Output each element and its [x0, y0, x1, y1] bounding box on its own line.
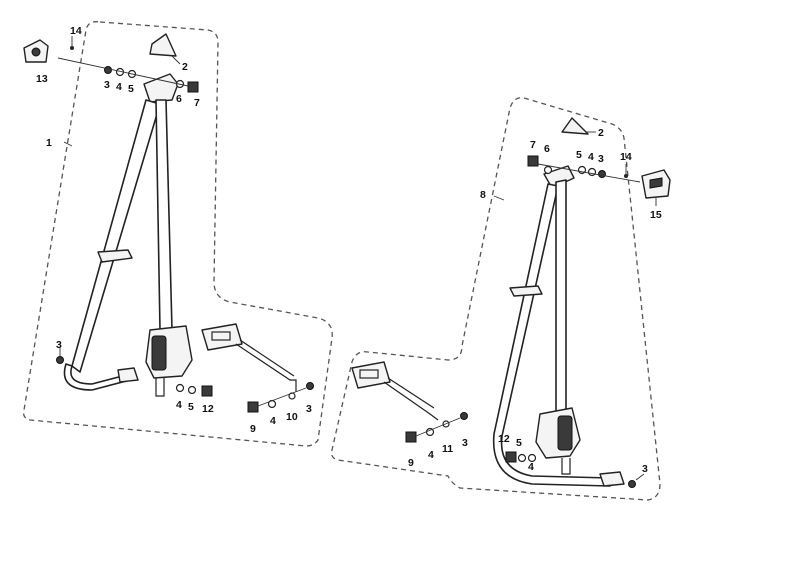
left-label-4c: 4 [270, 415, 276, 427]
right-label-12: 12 [498, 433, 510, 445]
right-lower-washer-5 [517, 453, 527, 463]
right-label-8: 8 [480, 189, 486, 201]
left-buckle-bolt-9 [247, 401, 259, 413]
left-label-5b: 5 [188, 401, 194, 413]
left-retractor-spool [151, 335, 167, 371]
right-lower-bolt-12 [505, 451, 517, 463]
right-buckle-head [351, 361, 391, 389]
left-leader-1 [63, 141, 73, 147]
left-buckle-stalk [235, 339, 297, 392]
right-lower-anchor [599, 471, 625, 487]
left-label-5a: 5 [128, 83, 134, 95]
right-webbing-shoulder [555, 179, 567, 413]
right-washer-4 [587, 167, 597, 177]
left-lower-washer-5 [187, 385, 197, 395]
right-lower-nut-3 [628, 480, 636, 488]
right-label-3c: 3 [642, 463, 648, 475]
right-buckle-slot [359, 369, 379, 379]
right-spacer-6 [543, 165, 553, 175]
right-upper-anchor-cover [561, 117, 589, 135]
right-leader-8 [493, 195, 505, 201]
left-label-14: 14 [70, 25, 82, 37]
right-group-outline [330, 97, 661, 501]
right-label-5a: 5 [576, 149, 582, 161]
right-belt-guide [509, 285, 543, 297]
right-buckle-bolt-9 [405, 431, 417, 443]
right-label-11: 11 [442, 443, 453, 455]
right-label-4a: 4 [588, 151, 594, 163]
right-lower-washer-4 [527, 453, 537, 463]
right-label-3a: 3 [598, 153, 604, 165]
left-lower-washer-4 [175, 383, 185, 393]
right-retractor-bracket [561, 458, 571, 475]
left-label-4b: 4 [176, 399, 182, 411]
left-nut-3 [104, 66, 112, 74]
left-label-3a: 3 [104, 79, 110, 91]
left-leader-2 [171, 55, 181, 65]
right-buckle-stalk [383, 377, 439, 421]
left-lower-bolt-12 [201, 385, 213, 397]
right-label-15: 15 [650, 209, 662, 221]
left-seat-belt-assembly: 1 2 14 13 3 4 5 6 7 3 4 5 12 9 4 10 3 [22, 21, 333, 447]
left-label-3b: 3 [56, 339, 62, 351]
left-buckle-head [201, 323, 243, 351]
left-label-4a: 4 [116, 81, 122, 93]
right-buckle-nut-3 [460, 412, 468, 420]
left-bolt-7 [187, 81, 199, 93]
left-bolt-axis [57, 57, 189, 87]
right-leader-3c [635, 473, 645, 481]
right-label-7: 7 [530, 139, 536, 151]
left-retractor-bracket [155, 378, 165, 397]
right-bolt-axis [537, 163, 641, 183]
left-lower-nut-3 [56, 356, 64, 364]
right-nut-3 [598, 170, 606, 178]
left-dot-14 [70, 46, 74, 50]
left-label-10: 10 [286, 411, 298, 423]
right-label-2: 2 [598, 127, 604, 139]
right-d-ring-slot [649, 177, 663, 189]
left-lower-anchor [117, 367, 139, 383]
left-label-9: 9 [250, 423, 256, 435]
right-seat-belt-assembly: 8 2 7 6 5 4 3 14 15 9 4 11 3 12 5 4 3 [330, 97, 671, 501]
left-label-7: 7 [194, 97, 200, 109]
right-retractor-spool [557, 415, 573, 451]
right-label-5b: 5 [516, 437, 522, 449]
left-buckle-nut-3 [306, 382, 314, 390]
left-d-ring-bolt [31, 47, 41, 57]
left-belt-guide [97, 249, 133, 263]
right-label-6: 6 [544, 143, 550, 155]
left-label-1: 1 [46, 137, 52, 149]
upper-anchor-cover [149, 33, 177, 57]
left-label-3c: 3 [306, 403, 312, 415]
left-label-12: 12 [202, 403, 214, 415]
left-label-13: 13 [36, 73, 48, 85]
left-buckle-axis [257, 387, 307, 407]
right-buckle-axis [415, 417, 461, 437]
upper-anchor-bracket [143, 73, 179, 103]
right-label-4b: 4 [428, 449, 434, 461]
right-label-4c: 4 [528, 461, 534, 473]
left-label-2: 2 [182, 61, 188, 73]
right-label-14: 14 [620, 151, 632, 163]
left-label-6: 6 [176, 93, 182, 105]
right-bolt-7 [527, 155, 539, 167]
left-webbing-lap [71, 99, 161, 373]
left-buckle-slot [211, 331, 231, 341]
right-label-9: 9 [408, 457, 414, 469]
left-webbing-shoulder [155, 99, 173, 331]
right-label-3b: 3 [462, 437, 468, 449]
